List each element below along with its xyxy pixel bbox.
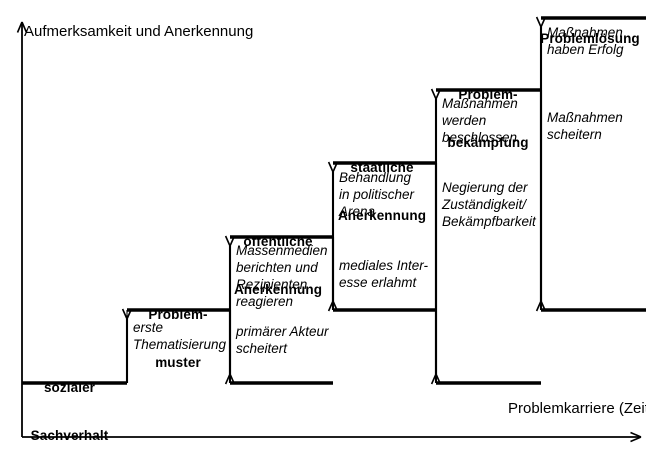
stage-label-line1: staatliche — [350, 159, 414, 175]
stage-label-problemmuster: Problem- muster — [128, 275, 228, 402]
stage-label-problembekaempfung: Problem- bekämpfung — [432, 55, 544, 182]
transition-up-erste-thematisierung: erste Thematisierung — [133, 320, 227, 352]
transition-down-massnahmen-scheitern: Maßnahmen scheitern — [547, 110, 623, 142]
risers-down — [224, 90, 547, 385]
stage-label-line2: bekämpfung — [447, 134, 529, 150]
transition-up-behandlung-politisch: Behandlung in politischer Arena — [339, 170, 415, 219]
transition-down-negierung: Negierung der Zuständigkeit/ Bekämpfbark… — [442, 180, 536, 229]
stage-label-line1: Problemlösung — [540, 30, 640, 46]
stage-label-line2: Anerkennung — [233, 281, 323, 297]
transition-up-massnahmen-erfolg: Maßnahmen haben Erfolg — [547, 25, 624, 57]
y-axis-title: Aufmerksamkeit und Anerkennung — [24, 23, 254, 40]
transition-up-massnahmen-beschlossen: Maßnahmen werden beschlossen — [442, 96, 518, 145]
stage-label-line1: Problem- — [148, 306, 208, 322]
stage-label-problemloesung: Problemlösung — [535, 0, 645, 79]
transition-down-primaerer-akteur: primärer Akteur scheitert — [236, 324, 329, 356]
x-axis-title: Problemkarriere (Zeit) — [508, 400, 646, 417]
stage-label-oeffentliche-anerkennung: öffentliche Anerkennung — [222, 202, 334, 329]
transition-down-mediales-interesse: mediales Inter- esse erlahmt — [339, 258, 429, 290]
stage-label-line2: muster — [155, 354, 201, 370]
stage-label-line2: Sachverhalt — [30, 427, 109, 443]
stage-label-sozialer-sachverhalt: sozialer Sachverhalt — [17, 348, 122, 450]
step-treads — [22, 16, 646, 385]
stage-label-line1: Problem- — [458, 86, 518, 102]
stage-label-line1: öffentliche — [243, 233, 313, 249]
transition-up-massenmedien: Massenmedien berichten und Rezipienten r… — [236, 243, 328, 309]
stage-label-staatliche-anerkennung: staatliche Anerkennung — [326, 128, 438, 255]
stage-label-line1: sozialer — [43, 379, 96, 395]
stage-label-line2: Anerkennung — [337, 207, 427, 223]
